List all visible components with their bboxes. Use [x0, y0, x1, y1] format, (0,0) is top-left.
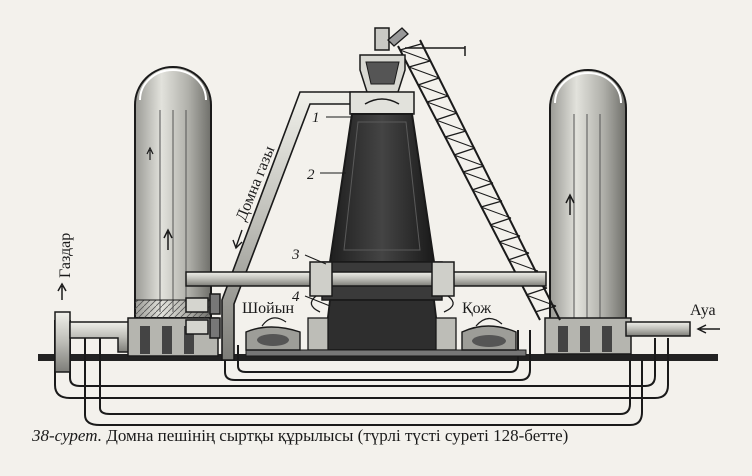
- air-inlet-pipe: [625, 321, 691, 337]
- furnace-top: [349, 27, 415, 115]
- label-iron: Шойын: [242, 300, 294, 317]
- gas-exhaust-arrow-icon: [57, 282, 67, 300]
- label-air: Ауа: [690, 302, 716, 319]
- bottom-air-pipes: [54, 320, 669, 426]
- callout-leaders: [304, 116, 352, 307]
- figure-caption: 38-сурет. Домна пешінің сыртқы құрылысы …: [32, 426, 732, 446]
- right-hot-blast-stove: [544, 69, 632, 355]
- ground-line: [38, 354, 718, 361]
- air-inlet-arrow-icon: [696, 324, 720, 334]
- slag-ladle: [461, 317, 517, 351]
- callout-1: 1: [312, 110, 320, 126]
- left-valves: [185, 293, 221, 339]
- gas-exhaust-pipe: [54, 311, 71, 373]
- callout-3: 3: [291, 247, 300, 263]
- callout-2: 2: [307, 167, 315, 183]
- hot-blast-main: [185, 261, 547, 313]
- label-gas-exit: Газдар: [57, 233, 74, 278]
- figure-caption-text: Домна пешінің сыртқы құрылысы (түрлі түс…: [101, 426, 569, 445]
- furnace-gas-arrow-icon: [232, 229, 243, 250]
- callout-4: 4: [292, 289, 300, 305]
- iron-ladle: [245, 317, 301, 351]
- figure-number: 38-сурет.: [32, 426, 102, 445]
- furnace-hearth: [245, 299, 527, 357]
- label-slag: Қож: [462, 300, 492, 317]
